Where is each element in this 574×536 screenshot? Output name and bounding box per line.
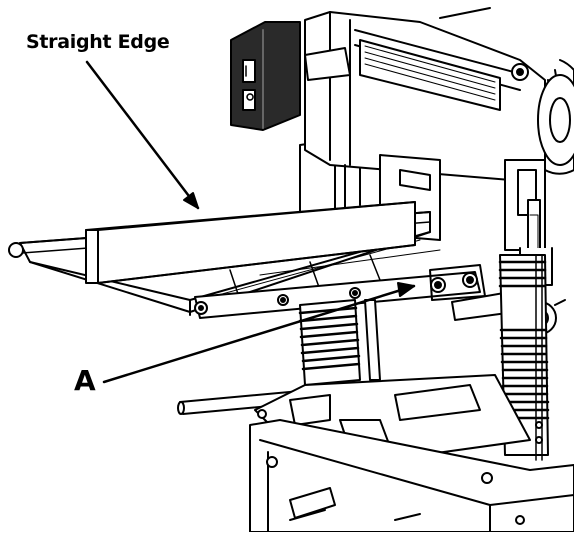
a-pointer-arrow — [102, 282, 416, 384]
straight-edge-label: Straight Edge — [26, 31, 170, 53]
callout-a-label: A — [74, 364, 96, 397]
table-rail — [194, 264, 486, 319]
cutterhead-carriage — [304, 7, 546, 181]
motor-switch-box — [230, 21, 301, 131]
stand-cabinet — [249, 419, 574, 533]
straight-edge-bar[interactable] — [85, 201, 416, 284]
left-bellows — [298, 299, 381, 386]
straight-edge-arrow — [85, 60, 200, 210]
